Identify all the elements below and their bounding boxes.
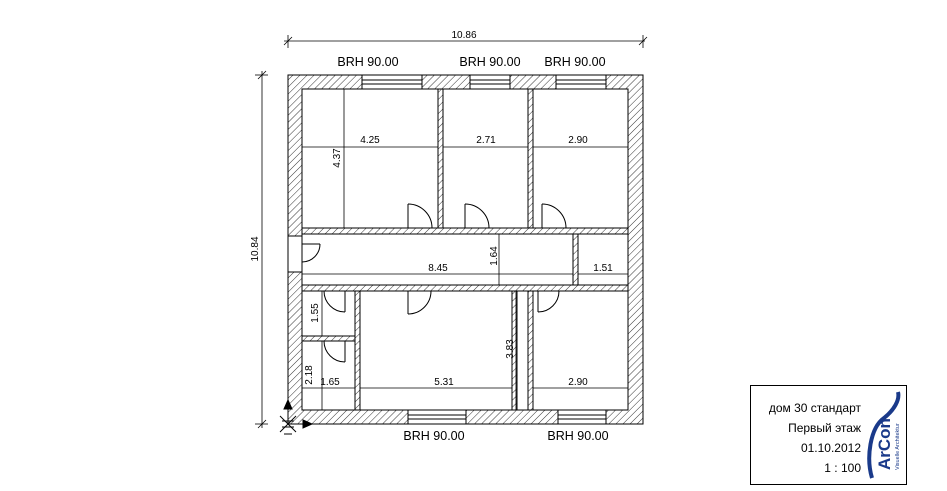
window-label-bottom-2: BRH 90.00 [547,429,608,443]
logo-text: ArCon [875,418,894,470]
corridor-width-label: 1.64 [489,246,500,266]
arcon-logo: ArCon Visuelle Architektur [867,391,901,479]
origin-marker [279,398,314,435]
wc-height-label: 1.55 [310,303,321,323]
room3-width-label: 2.90 [568,135,588,146]
drawing-scale: 1 : 100 [824,461,861,475]
doors [301,203,567,363]
window-label-bottom-1: BRH 90.00 [403,429,464,443]
room2-width-label: 2.71 [476,135,496,146]
living-depth-label: 3.83 [505,339,516,359]
exterior-walls [287,74,644,425]
room1-depth-label: 4.37 [332,148,343,168]
bath-height-label: 2.18 [304,365,315,385]
drawing-date: 01.10.2012 [800,441,861,455]
window-label-top-1: BRH 90.00 [337,55,398,69]
windows [287,74,607,425]
title-block: дом 30 стандарт Первый этаж 01.10.2012 1… [750,385,907,485]
window-label-top-3: BRH 90.00 [544,55,605,69]
dimension-lines [255,35,648,429]
overall-width-label: 10.86 [451,30,476,41]
logo-subtext: Visuelle Architektur [895,423,901,470]
title-block-text: дом 30 стандарт Первый этаж 01.10.2012 1… [751,398,861,478]
small-room-width-label: 1.51 [593,263,613,274]
project-name: дом 30 стандарт [768,401,861,415]
floor-name: Первый этаж [788,421,861,435]
corridor-length-label: 8.45 [428,263,448,274]
bath-width-label: 1.65 [320,377,340,388]
room1-width-label: 4.25 [360,135,380,146]
living-width-label: 5.31 [434,377,454,388]
bedroom-width-label: 2.90 [568,377,588,388]
overall-height-label: 10.84 [250,236,261,261]
interior-walls [301,88,629,411]
window-label-top-2: BRH 90.00 [459,55,520,69]
